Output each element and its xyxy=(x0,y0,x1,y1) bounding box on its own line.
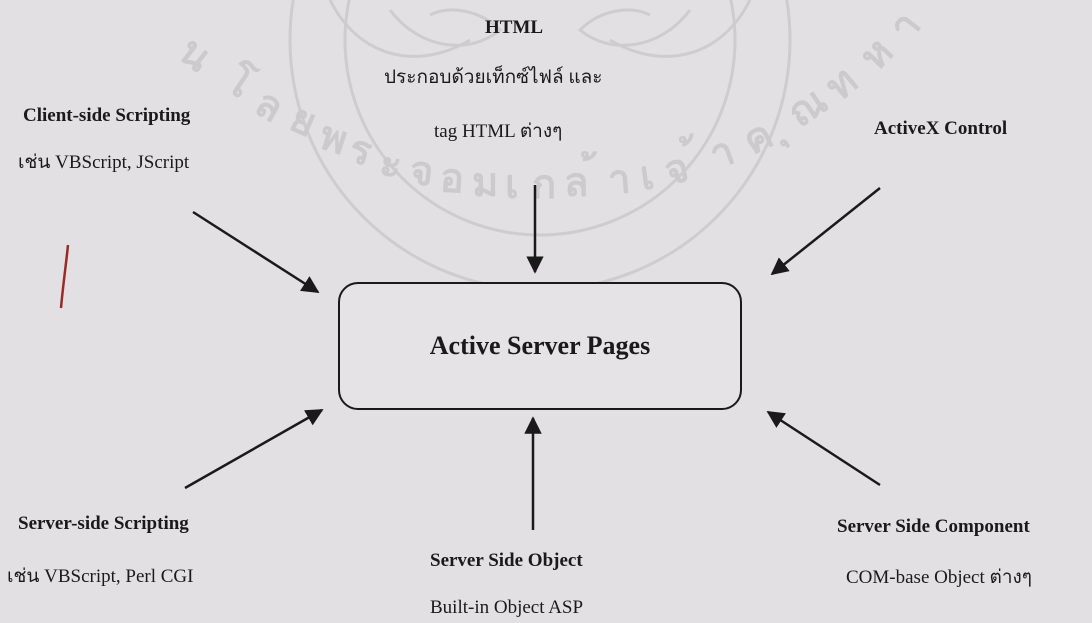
client-side-scripting-title: Client-side Scripting xyxy=(23,105,191,126)
svg-text:า: า xyxy=(606,155,632,203)
arrow-client-scripting-to-asp xyxy=(192,210,320,294)
arrow-server-component-to-asp xyxy=(766,410,881,487)
svg-text:เ: เ xyxy=(505,161,519,208)
html-description-line1: ประกอบด้วยเท็กซ์ไฟล์ และ xyxy=(384,67,603,88)
activex-control-title: ActiveX Control xyxy=(874,118,1008,139)
html-title: HTML xyxy=(485,17,544,38)
server-side-component-detail: COM-base Object ต่างๆ xyxy=(846,567,1033,588)
server-side-component-title: Server Side Component xyxy=(837,516,1030,537)
server-side-scripting-detail: เช่น VBScript, Perl CGI xyxy=(7,566,194,587)
svg-text:ล: ล xyxy=(564,159,589,206)
server-side-object-detail: Built-in Object ASP xyxy=(430,597,584,618)
svg-text:อ: อ xyxy=(439,154,465,202)
server-side-scripting-title: Server-side Scripting xyxy=(18,513,189,534)
svg-text:จ: จ xyxy=(408,147,436,196)
svg-text:เ: เ xyxy=(637,151,657,199)
arrow-server-scripting-to-asp xyxy=(184,408,324,490)
arrow-activex-to-asp xyxy=(770,187,881,276)
stray-pen-mark xyxy=(59,244,70,309)
html-description-line2: tag HTML ต่างๆ xyxy=(434,121,563,142)
svg-text:ม: ม xyxy=(472,159,498,206)
active-server-pages-box: Active Server Pages xyxy=(338,282,742,410)
server-side-object-title: Server Side Object xyxy=(430,550,583,571)
client-side-scripting-detail: เช่น VBScript, JScript xyxy=(18,152,190,173)
active-server-pages-label: Active Server Pages xyxy=(429,331,651,360)
